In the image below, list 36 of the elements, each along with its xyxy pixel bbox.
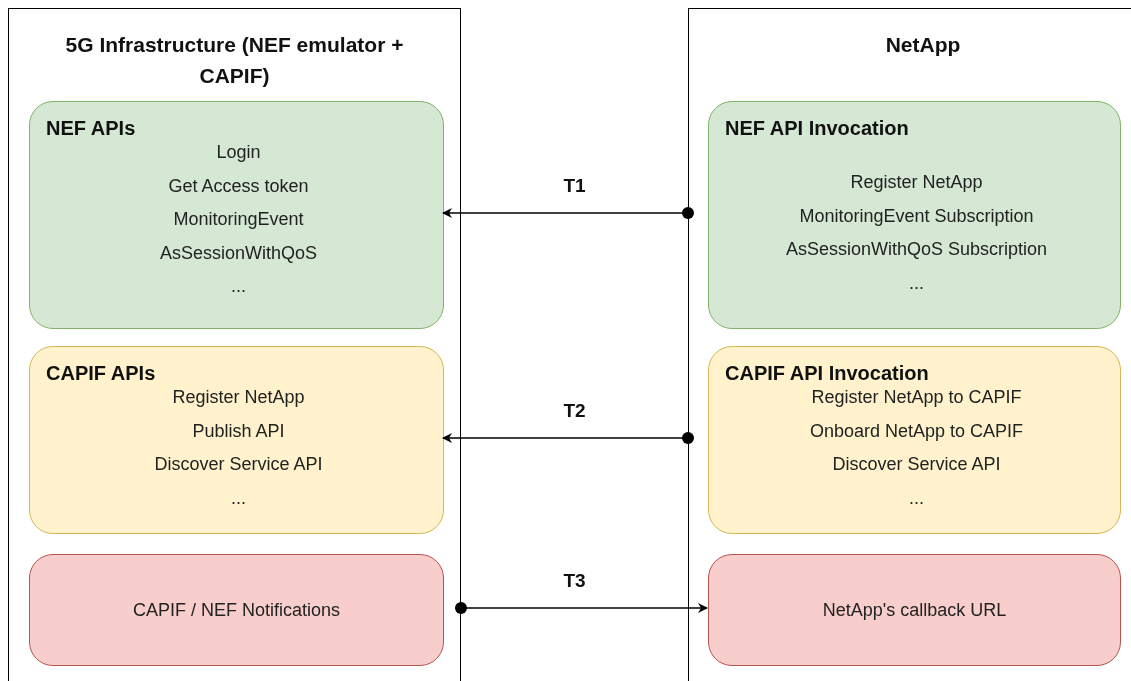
api-item: Register NetApp to CAPIF: [811, 386, 1022, 409]
api-item: AsSessionWithQoS: [159, 241, 318, 265]
api-box: [29, 346, 444, 534]
api-item: Login: [216, 141, 261, 164]
column-panel: [8, 8, 461, 681]
box-heading: CAPIF APIs: [46, 361, 156, 386]
box-text: CAPIF / NEF Notifications: [132, 599, 341, 621]
api-item: Discover Service API: [154, 453, 323, 476]
box-heading: NEF APIs: [46, 116, 136, 141]
api-item: Register NetApp: [850, 171, 983, 194]
box-heading: NEF API Invocation: [725, 116, 909, 141]
box-heading: CAPIF API Invocation: [725, 361, 929, 386]
api-box: [708, 346, 1121, 534]
arrow: [442, 432, 694, 444]
api-box: [708, 101, 1121, 329]
api-item: Register NetApp: [172, 386, 305, 409]
api-item: ...: [231, 275, 246, 298]
box-text: NetApp's callback URL: [822, 599, 1007, 621]
api-item: ...: [909, 486, 924, 510]
arrow: [442, 207, 694, 219]
api-item: MonitoringEvent Subscription: [799, 204, 1034, 228]
column-title: NetApp: [884, 32, 962, 58]
api-item: ...: [231, 486, 246, 510]
api-box: [708, 554, 1121, 666]
api-item: AsSessionWithQoS Subscription: [785, 238, 1048, 261]
column-panel: [688, 8, 1131, 681]
api-item: MonitoringEvent: [173, 208, 304, 231]
api-box: [29, 554, 444, 666]
api-item: Discover Service API: [832, 453, 1001, 476]
column-title: 5G Infrastructure (NEF emulator + CAPIF): [64, 32, 405, 89]
api-item: Publish API: [192, 419, 285, 443]
api-item: ...: [909, 271, 924, 295]
api-box: [29, 101, 444, 329]
arrow: [455, 602, 708, 614]
api-item: Get Access token: [168, 174, 309, 198]
api-item: Onboard NetApp to CAPIF: [809, 419, 1024, 443]
